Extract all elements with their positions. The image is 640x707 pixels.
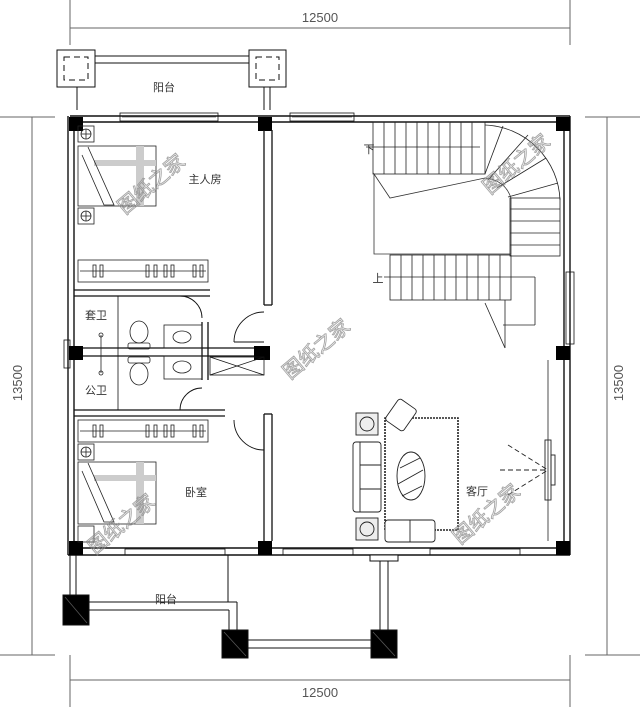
label-balcony-top: 阳台 [153,80,175,94]
balcony-top [56,49,287,110]
column-hatches [64,596,396,657]
label-master-bedroom: 主人房 [189,173,222,186]
dim-top-width: 12500 [302,10,338,25]
bedroom-wardrobe [77,419,209,443]
structural-columns [69,117,570,555]
watermark: 图纸之家 [478,129,555,199]
master-bed [77,125,157,225]
interior-walls [74,130,273,541]
label-bedroom: 卧室 [185,485,207,499]
label-balcony-bottom: 阳台 [155,592,177,606]
dim-right-height: 13500 [611,365,626,401]
label-stair-down: 下 [364,143,375,156]
balcony-bottom [62,554,399,659]
bath-fixtures [98,320,203,386]
master-wardrobe [77,259,209,283]
label-living-room: 客厅 [466,484,488,498]
label-stair-up: 上 [373,272,384,285]
label-ensuite-bath: 套卫 [85,309,107,322]
watermark: 图纸之家 [278,314,355,384]
label-public-bath: 公卫 [85,384,107,397]
shaft [209,356,265,376]
staircase [366,121,561,349]
dim-bottom-width: 12500 [302,685,338,700]
living-room-furniture [352,360,556,543]
exterior-walls [63,112,575,556]
bedroom-bed [77,443,157,543]
dim-left-height: 13500 [10,365,25,401]
watermark: 图纸之家 [113,149,190,219]
doors [179,295,265,451]
